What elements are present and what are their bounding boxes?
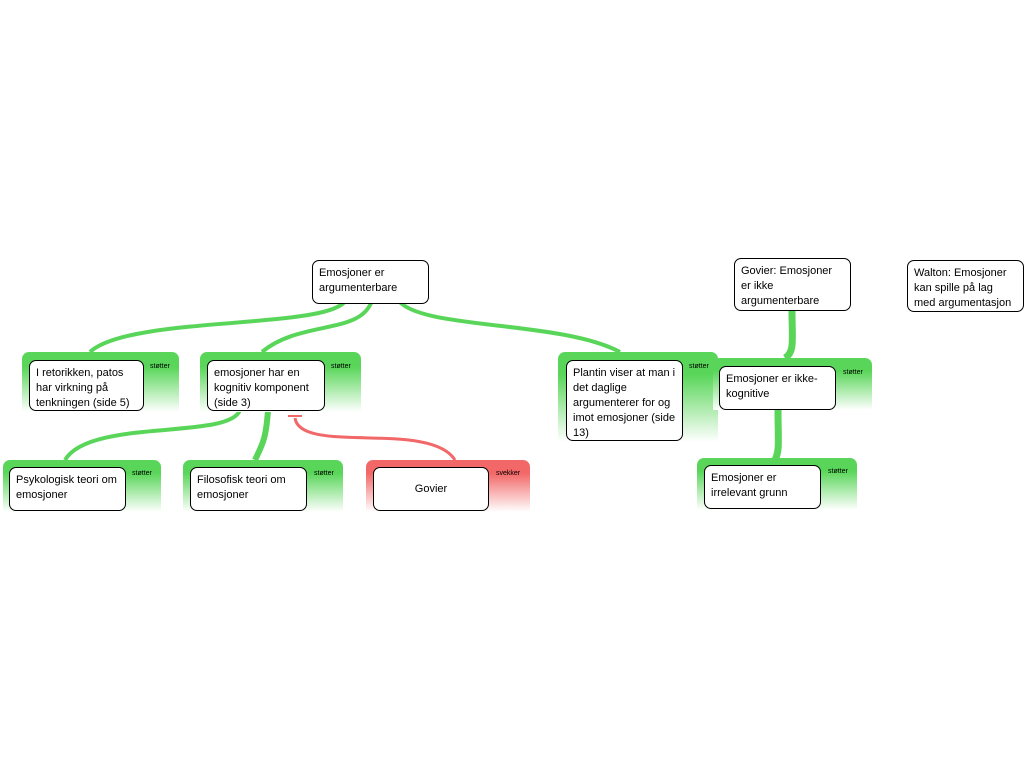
connector-kognitiv-govier — [293, 417, 457, 461]
relation-label-irrelevant: støtter — [828, 468, 848, 475]
relation-label-govier: svekker — [496, 470, 521, 477]
node-govier[interactable]: Govier — [373, 467, 489, 511]
relation-label-kognitiv: støtter — [331, 363, 351, 370]
relation-label-psykologisk: støtter — [132, 470, 152, 477]
connector-root-plantin — [396, 298, 621, 354]
relation-label-retorikk: støtter — [150, 363, 170, 370]
relation-label-ikke-kognitive: støtter — [843, 369, 863, 376]
connector-kognitiv-psykologisk — [63, 408, 242, 462]
node-govier-claim[interactable]: Govier: Emosjoner er ikke argumenterbare — [734, 258, 851, 311]
node-psykologisk[interactable]: Psykologisk teori om emosjoner — [9, 467, 126, 511]
node-kognitiv[interactable]: emosjoner har en kognitiv komponent (sid… — [207, 360, 325, 411]
connector-kognitiv-filosofisk — [252, 409, 271, 462]
relation-label-filosofisk: støtter — [314, 470, 334, 477]
node-plantin[interactable]: Plantin viser at man i det daglige argum… — [566, 360, 683, 441]
node-ikke-kognitive[interactable]: Emosjoner er ikke-kognitive — [719, 366, 836, 410]
connector-govier-ikke-kognitive — [782, 309, 796, 361]
node-filosofisk[interactable]: Filosofisk teori om emosjoner — [190, 467, 307, 511]
node-retorikk[interactable]: I retorikken, patos har virkning på tenk… — [29, 360, 144, 411]
connector-root-kognitiv — [260, 299, 374, 354]
node-irrelevant[interactable]: Emosjoner er irrelevant grunn — [704, 465, 821, 509]
connector-root-retorikk — [88, 298, 348, 354]
node-walton[interactable]: Walton: Emosjoner kan spille på lag med … — [907, 260, 1024, 312]
relation-label-plantin: støtter — [689, 363, 709, 370]
connector-ikke-kognitive-irrelevant — [771, 409, 782, 462]
node-root-claim[interactable]: Emosjoner er argumenterbare — [312, 260, 429, 304]
